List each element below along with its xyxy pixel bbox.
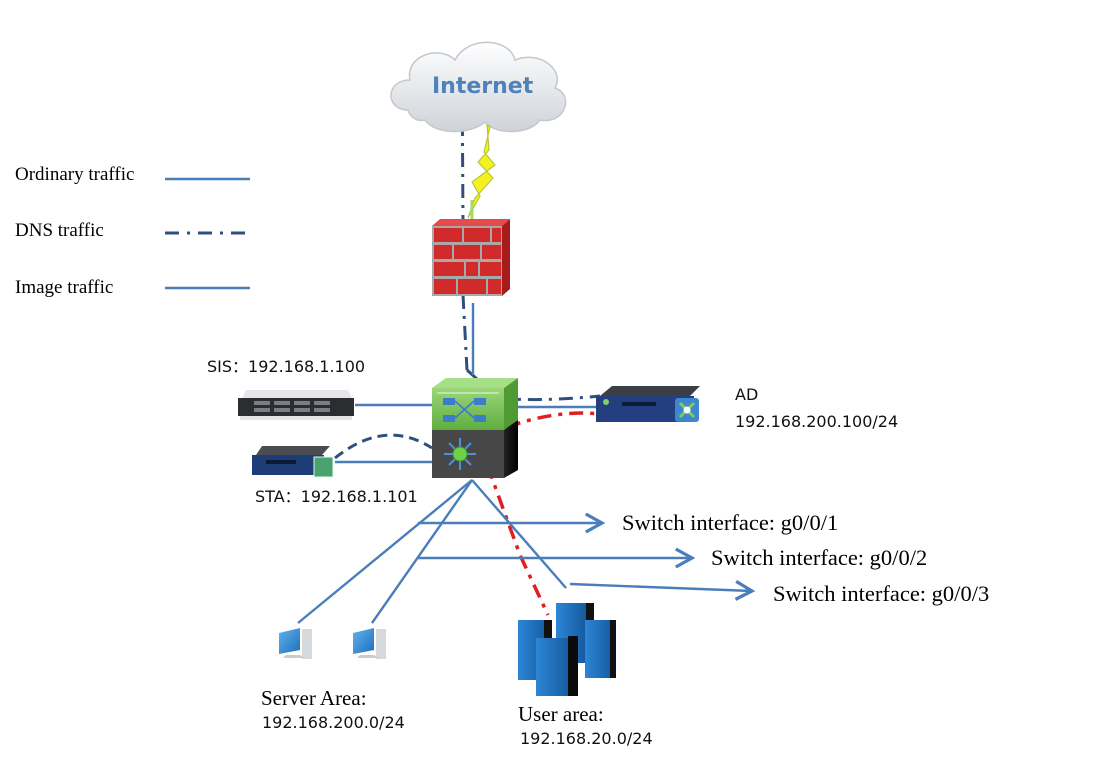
server-cluster-icon — [518, 603, 616, 696]
legend-label: Ordinary traffic — [15, 164, 134, 185]
link-switch-pc2 — [371, 479, 473, 624]
user-area-title: User area: — [518, 702, 604, 726]
sis-label: SIS：192.168.1.100 — [207, 357, 365, 376]
ad-name: AD — [735, 385, 758, 404]
lightning-icon — [467, 123, 496, 219]
legend-label: Image traffic — [15, 277, 113, 298]
legend: Ordinary traffic DNS traffic Image traff… — [15, 164, 250, 298]
sis-node[interactable]: SIS：192.168.1.100 — [207, 357, 365, 420]
firewall-node[interactable] — [432, 219, 510, 296]
core-switch-node[interactable] — [432, 378, 518, 478]
desktop-pc-icon — [279, 628, 312, 659]
legend-item-ordinary: Ordinary traffic — [15, 164, 250, 185]
legend-label: DNS traffic — [15, 220, 104, 241]
sta-node[interactable]: STA：192.168.1.101 — [252, 446, 418, 506]
internet-label: Internet — [432, 74, 534, 99]
user-area-node[interactable]: User area: 192.168.20.0/24 — [518, 603, 653, 748]
links — [297, 59, 756, 624]
legend-item-image: Image traffic — [15, 277, 250, 298]
appliance-icon — [596, 386, 700, 422]
ad-ip: 192.168.200.100/24 — [735, 412, 898, 431]
sta-label: STA：192.168.1.101 — [255, 487, 418, 506]
internet-node[interactable]: Internet — [390, 41, 567, 133]
ad-node[interactable]: AD 192.168.200.100/24 — [596, 385, 898, 431]
dns-link-sta-switch — [334, 433, 433, 460]
link-switch-user-area — [471, 479, 567, 589]
server-area-node[interactable]: Server Area: 192.168.200.0/24 — [261, 628, 405, 732]
desktop-pc-icon — [353, 628, 386, 659]
legend-item-dns: DNS traffic — [15, 220, 250, 241]
interface-label-g0-0-2: Switch interface: g0/0/2 — [711, 545, 927, 570]
link-switch-pc1 — [297, 479, 473, 624]
firewall-icon — [432, 219, 510, 296]
rack-server-icon — [238, 390, 354, 420]
interface-label-g0-0-3: Switch interface: g0/0/3 — [773, 581, 989, 606]
server-area-subnet: 192.168.200.0/24 — [262, 713, 405, 732]
layer3-switch-icon — [432, 378, 518, 478]
appliance-icon — [252, 446, 334, 478]
dns-link-firewall-switch — [461, 294, 469, 371]
user-area-subnet: 192.168.20.0/24 — [520, 729, 653, 748]
cloud-icon — [390, 41, 567, 133]
dns-link-internet-firewall — [460, 59, 465, 223]
interface-label-g0-0-1: Switch interface: g0/0/1 — [622, 510, 838, 535]
arrow-g0-0-3 — [569, 579, 756, 601]
server-area-title: Server Area: — [261, 686, 367, 710]
